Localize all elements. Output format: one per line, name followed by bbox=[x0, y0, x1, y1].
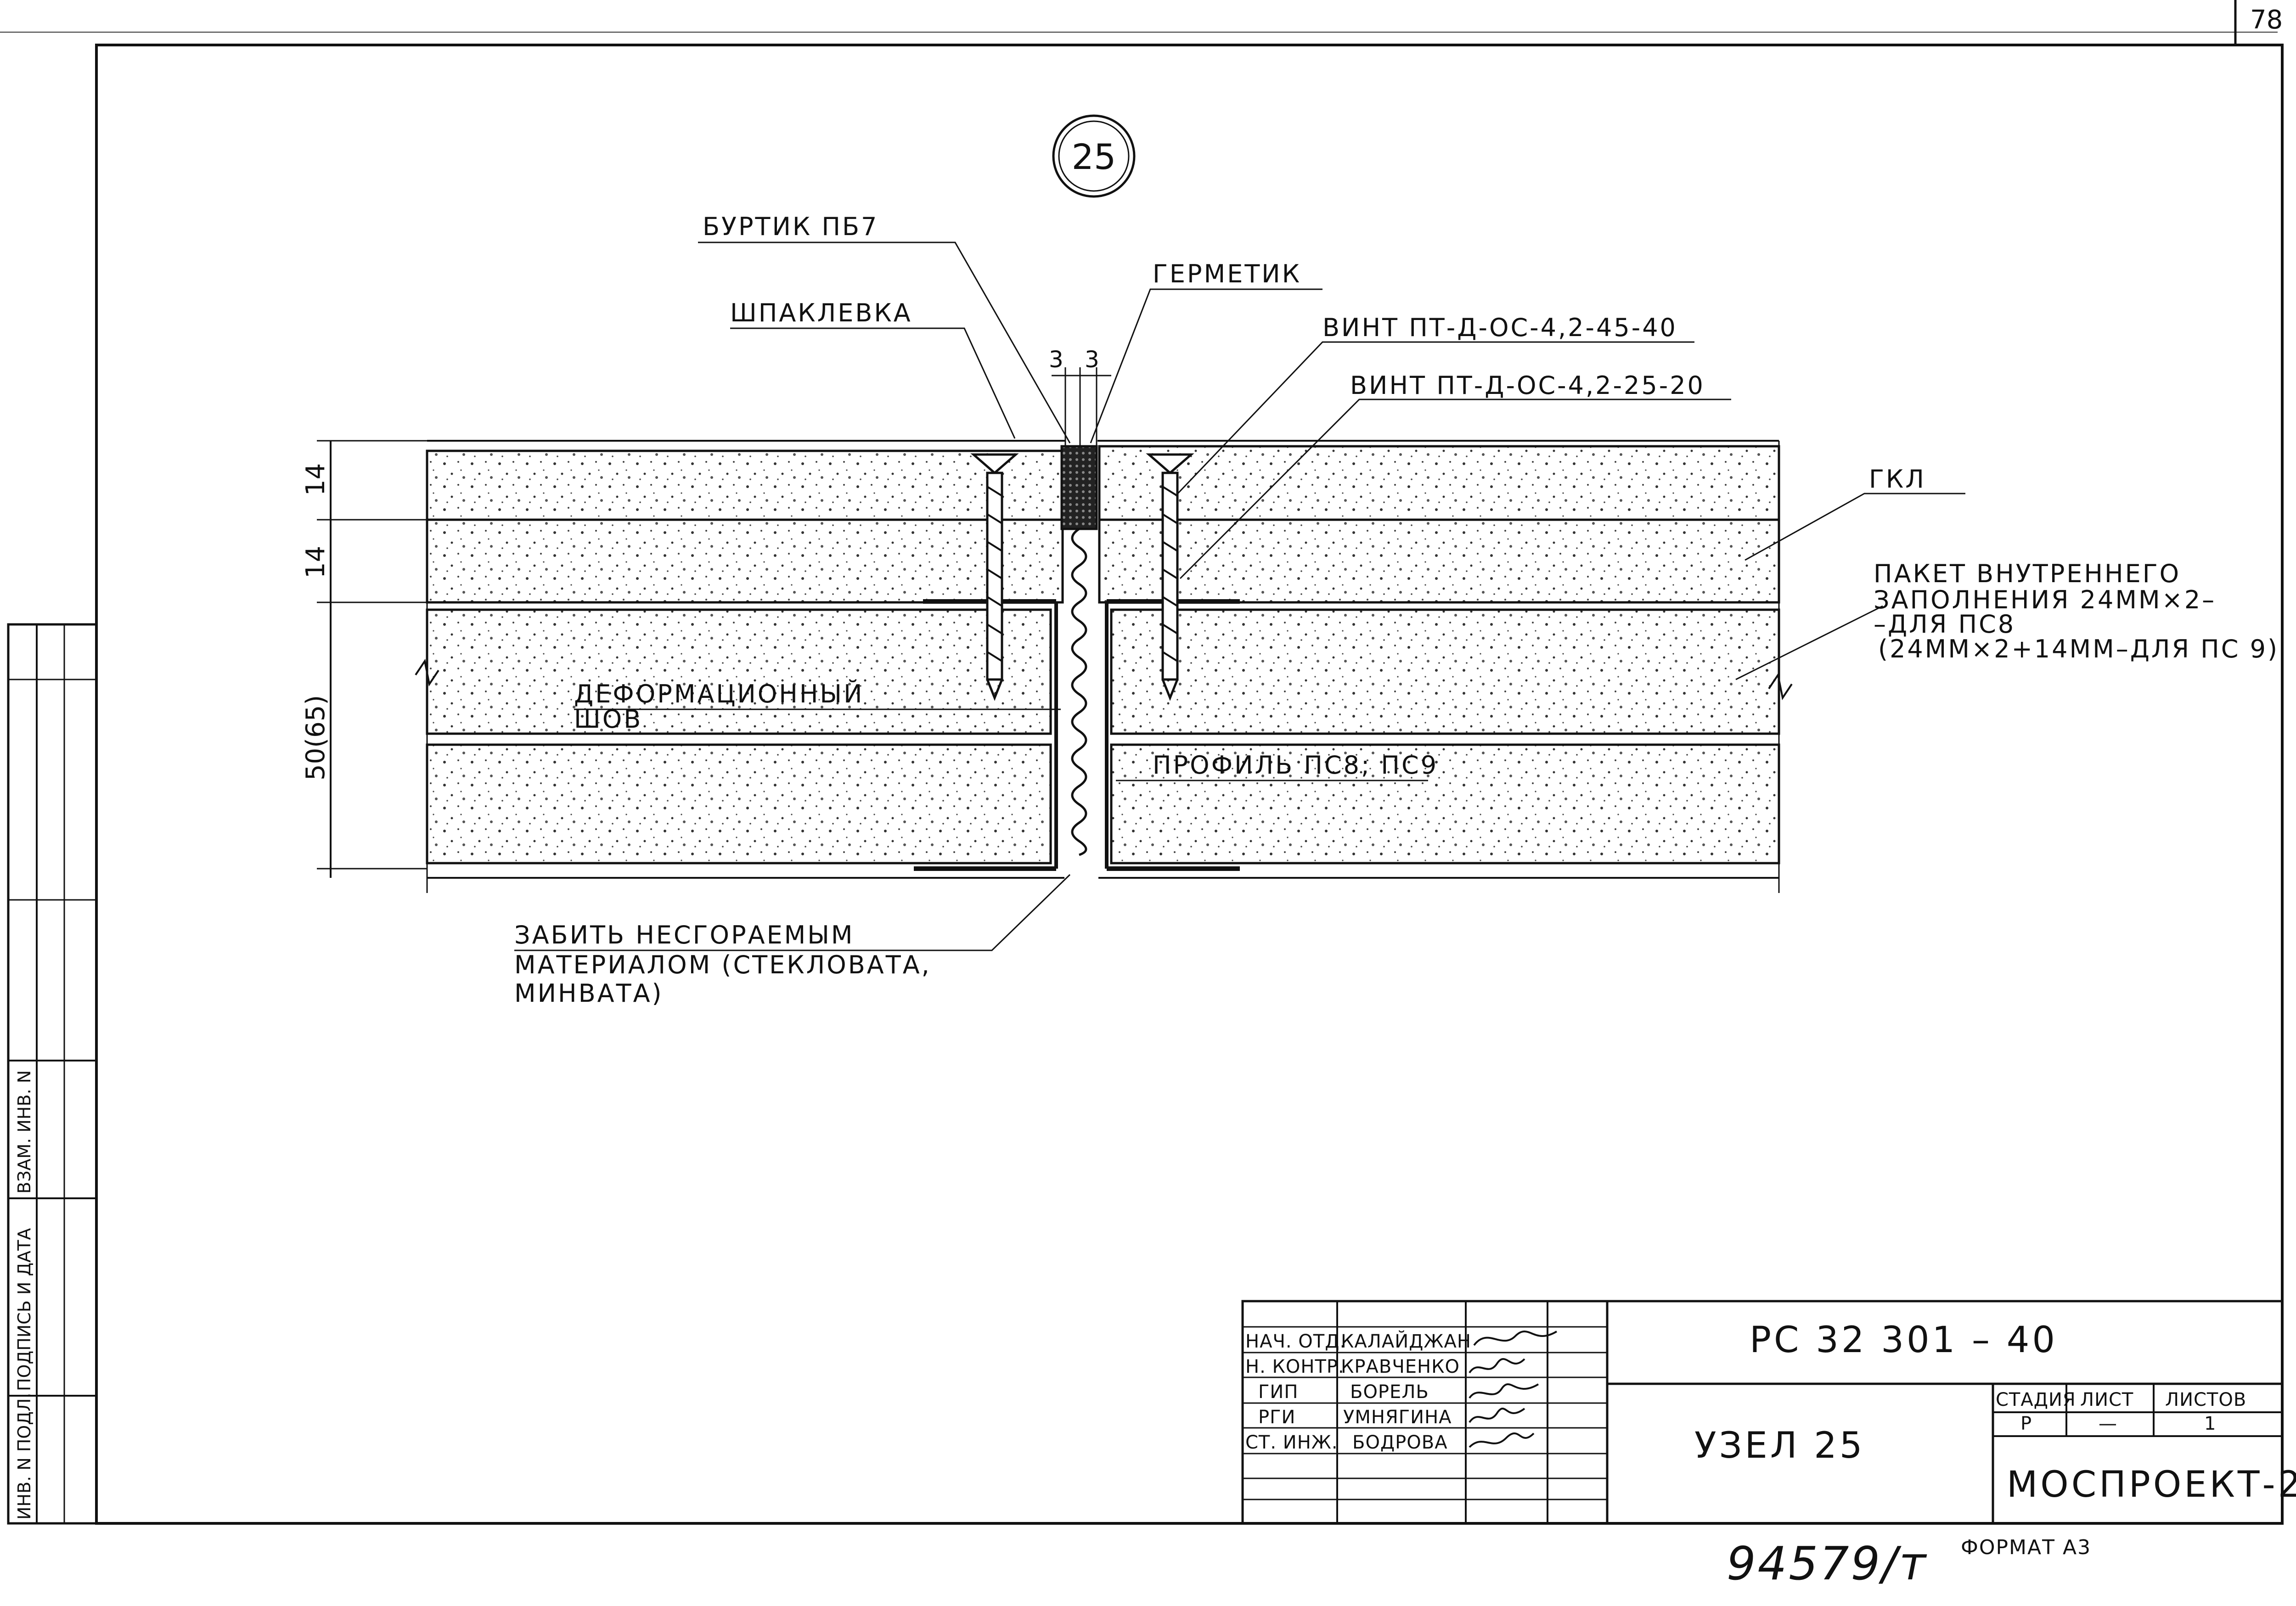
label-paket-3: –ДЛЯ ПС8 bbox=[1874, 610, 2015, 639]
wall-section bbox=[415, 440, 1793, 893]
dim-profile-layer: 50(65) bbox=[301, 695, 331, 781]
signature-0 bbox=[1473, 1331, 1558, 1346]
label-vint-long: ВИНТ ПТ-Д-ОС-4,2-45-40 bbox=[1322, 313, 1677, 342]
fill-layer-left-lower bbox=[426, 743, 1052, 865]
signature-1 bbox=[1469, 1358, 1525, 1374]
stamp-row-vzam: ВЗАМ. ИНВ. N bbox=[14, 1070, 34, 1194]
fill-layer-left-upper bbox=[426, 608, 1052, 735]
sheet-value: — bbox=[2099, 1413, 2117, 1434]
dim-top-layer: 14 bbox=[301, 463, 331, 496]
label-zabit-3: МИНВАТА) bbox=[514, 979, 664, 1008]
leader-lines bbox=[514, 241, 1965, 951]
sheets-header: ЛИСТОВ bbox=[2165, 1389, 2246, 1410]
page-number-box: 78 bbox=[2234, 0, 2283, 45]
gkl-layer-second-left bbox=[426, 518, 1064, 604]
label-deform-2: ШОВ bbox=[574, 705, 642, 734]
dim-second-layer: 14 bbox=[301, 546, 331, 578]
inventory-number: 94579/т bbox=[1727, 1537, 1928, 1590]
stamp-row-podpis: ПОДПИСЬ И ДАТА bbox=[14, 1228, 34, 1391]
dim-gap-right: 3 bbox=[1085, 346, 1099, 373]
gkl-layer-top-left bbox=[426, 449, 1064, 521]
name-4: БОДРОВА bbox=[1352, 1432, 1448, 1453]
break-mark-right bbox=[1768, 672, 1793, 701]
sheets-value: 1 bbox=[2204, 1413, 2216, 1434]
screw-long bbox=[970, 453, 1019, 701]
signature-3 bbox=[1469, 1408, 1525, 1423]
role-0: НАЧ. ОТД. bbox=[1245, 1331, 1346, 1352]
page-number: 78 bbox=[2250, 5, 2283, 35]
stage-header: СТАДИЯ bbox=[1996, 1389, 2076, 1410]
gkl-layer-second-right bbox=[1098, 518, 1780, 604]
title-block: НАЧ. ОТД. КАЛАЙДЖАН Н. КОНТР. КРАВЧЕНКО … bbox=[1241, 1300, 2296, 1525]
screw-short bbox=[1146, 453, 1194, 701]
name-0: КАЛАЙДЖАН bbox=[1341, 1330, 1471, 1352]
side-stamp: ВЗАМ. ИНВ. N ПОДПИСЬ И ДАТА ИНВ. N ПОДЛ. bbox=[7, 623, 98, 1525]
fill-layer-right-upper bbox=[1110, 608, 1780, 735]
fill-layer-right-lower bbox=[1110, 743, 1780, 865]
dimensions: 14 14 50(65) 3 3 bbox=[301, 346, 1111, 878]
name-3: УМНЯГИНА bbox=[1343, 1407, 1452, 1428]
label-profil: ПРОФИЛЬ ПС8; ПС9 bbox=[1153, 751, 1438, 780]
annotations: БУРТИК ПБ7 ГЕРМЕТИК ШПАКЛЕВКА ВИНТ ПТ-Д-… bbox=[514, 212, 2279, 1008]
label-paket-4: (24ММ×2+14ММ–ДЛЯ ПС 9) bbox=[1878, 635, 2279, 663]
dim-gap-left: 3 bbox=[1049, 346, 1064, 373]
label-deform-1: ДЕФОРМАЦИОННЫЙ bbox=[574, 679, 864, 708]
drawing-title: УЗЕЛ 25 bbox=[1694, 1425, 1865, 1466]
sheet-header: ЛИСТ bbox=[2080, 1389, 2133, 1410]
stamp-row-inv: ИНВ. N ПОДЛ. bbox=[14, 1393, 34, 1520]
label-shpaklevka: ШПАКЛЕВКА bbox=[730, 298, 912, 327]
doc-code: РС 32 301 – 40 bbox=[1750, 1320, 2058, 1361]
label-paket-1: ПАКЕТ ВНУТРЕННЕГО bbox=[1874, 559, 2181, 588]
role-3: РГИ bbox=[1258, 1407, 1295, 1428]
organization: МОСПРОЕКТ-2 bbox=[2007, 1464, 2296, 1505]
gkl-layer-top-right bbox=[1098, 445, 1780, 521]
label-zabit-2: МАТЕРИАЛОМ (СТЕКЛОВАТА, bbox=[514, 950, 931, 979]
label-paket-2: ЗАПОЛНЕНИЯ 24ММ×2– bbox=[1874, 585, 2216, 614]
format-label: ФОРМАТ А3 bbox=[1961, 1536, 2091, 1559]
label-burtik: БУРТИК ПБ7 bbox=[703, 212, 878, 241]
role-4: СТ. ИНЖ. bbox=[1245, 1432, 1338, 1453]
label-zabit-1: ЗАБИТЬ НЕСГОРАЕМЫМ bbox=[514, 921, 855, 949]
node-marker-number: 25 bbox=[1072, 136, 1116, 177]
label-gkl: ГКЛ bbox=[1869, 465, 1926, 494]
stage-value: Р bbox=[2020, 1413, 2032, 1434]
role-2: ГИП bbox=[1258, 1381, 1298, 1403]
joint-filler bbox=[1071, 528, 1087, 856]
node-marker: 25 bbox=[1052, 114, 1136, 198]
sealant-block bbox=[1060, 445, 1098, 530]
signature-4 bbox=[1469, 1432, 1535, 1448]
label-germetik: ГЕРМЕТИК bbox=[1153, 259, 1301, 288]
name-2: БОРЕЛЬ bbox=[1350, 1381, 1429, 1403]
role-1: Н. КОНТР. bbox=[1245, 1356, 1345, 1377]
label-vint-short: ВИНТ ПТ-Д-ОС-4,2-25-20 bbox=[1350, 371, 1705, 400]
name-1: КРАВЧЕНКО bbox=[1341, 1356, 1460, 1377]
signature-2 bbox=[1469, 1383, 1539, 1399]
break-mark-left bbox=[415, 658, 439, 687]
